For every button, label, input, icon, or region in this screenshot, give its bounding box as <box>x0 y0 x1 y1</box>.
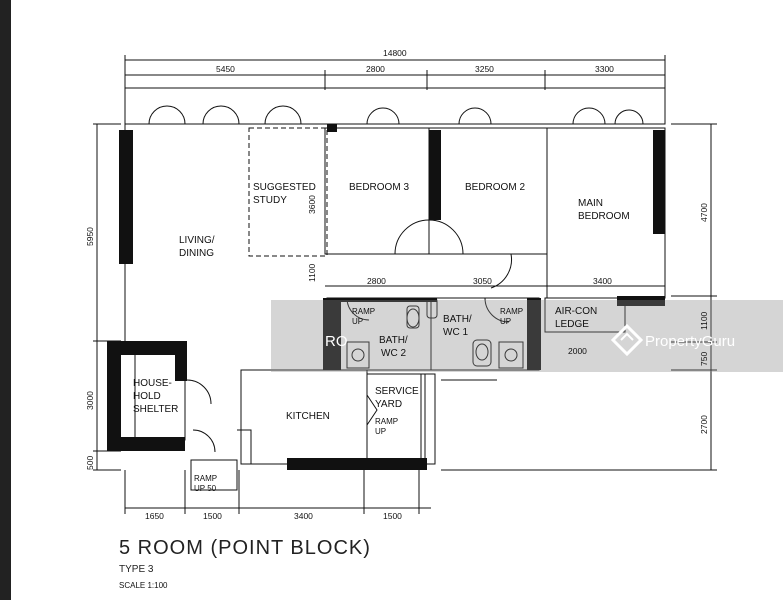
bath2-label-1: BATH/ <box>379 335 408 346</box>
dim-right-1: 4700 <box>699 203 709 222</box>
bath1-label-2: WC 1 <box>443 327 468 338</box>
dim-bottom-2: 1500 <box>203 511 222 521</box>
dim-bottom-4: 1500 <box>383 511 402 521</box>
bath1-label-1: BATH/ <box>443 314 472 325</box>
shelter-label-3: SHELTER <box>133 404 178 415</box>
dim-right-4: 2700 <box>699 415 709 434</box>
service-yard-label-1: SERVICE <box>375 386 419 397</box>
watermark-text: PropertyGuru <box>645 333 735 350</box>
propertyguru-logo-icon <box>610 323 644 357</box>
watermark-band <box>271 300 783 372</box>
main-bedroom-label-2: BEDROOM <box>578 211 630 222</box>
dim-top-2: 2800 <box>366 64 385 74</box>
aircon-label-2: LEDGE <box>555 319 589 330</box>
dim-top-3: 3250 <box>475 64 494 74</box>
aircon-outline <box>544 297 626 333</box>
dim-left-2: 3000 <box>85 391 95 410</box>
dim-left-1: 5950 <box>85 227 95 246</box>
dim-bottom-1: 1650 <box>145 511 164 521</box>
bedroom2-label: BEDROOM 2 <box>465 182 525 193</box>
shelter-label-1: HOUSE- <box>133 378 172 389</box>
dim-mid-3: 3400 <box>593 276 612 286</box>
floor-plan-svg: LIVING/ DINING SUGGESTED STUDY BEDROOM 3… <box>85 48 783 590</box>
ramp-bath2-label-1: RAMP <box>352 307 375 316</box>
yard-railing <box>420 373 436 465</box>
balcony-outline <box>124 87 666 125</box>
dim-top-4: 3300 <box>595 64 614 74</box>
floor-plan-frame: LIVING/ DINING SUGGESTED STUDY BEDROOM 3… <box>11 0 783 600</box>
dim-mid-1: 2800 <box>367 276 386 286</box>
bedroom-doors <box>186 219 512 453</box>
plan-scale: SCALE 1:100 <box>119 581 168 590</box>
dim-ticks-top <box>124 55 666 90</box>
dim-right-2: 1100 <box>699 311 709 330</box>
study-label-2: STUDY <box>253 195 287 206</box>
ramp-bath1-label-2: UP <box>500 317 511 326</box>
dim-overall: 14800 <box>383 48 407 58</box>
dim-top-1: 5450 <box>216 64 235 74</box>
dim-ticks-bottom <box>124 470 420 514</box>
ramp-bath2-label-2: UP <box>352 317 363 326</box>
dim-study-gap: 1100 <box>307 263 317 282</box>
kitchen-label: KITCHEN <box>286 411 330 422</box>
dim-study-height: 3600 <box>307 195 317 214</box>
ramp-entry-label-1: RAMP <box>194 474 217 483</box>
balcony-doors <box>148 105 644 125</box>
plan-type: TYPE 3 <box>119 564 154 575</box>
living-label-1: LIVING/ <box>179 235 215 246</box>
entry-ramp-box <box>190 459 238 491</box>
dim-ticks-right <box>441 123 717 471</box>
dim-right-3: 750 <box>699 352 709 366</box>
plan-title: 5 ROOM (POINT BLOCK) <box>119 537 371 559</box>
service-yard-label-2: YARD <box>375 399 402 410</box>
watermark-left-text: RO <box>325 333 348 350</box>
dim-bottom-3: 3400 <box>294 511 313 521</box>
bath2-label-2: WC 2 <box>381 348 406 359</box>
ramp-yard-label-1: RAMP <box>375 417 398 426</box>
study-outline <box>248 127 328 257</box>
living-label-2: DINING <box>179 248 214 259</box>
shelter-label-2: HOLD <box>133 391 161 402</box>
structural-walls <box>107 124 665 470</box>
room-labels: LIVING/ DINING SUGGESTED STUDY BEDROOM 3… <box>133 182 630 493</box>
dim-aircon-width: 2000 <box>568 346 587 356</box>
main-bedroom-label-1: MAIN <box>578 198 603 209</box>
dimension-labels: 14800 5450 2800 3250 3300 2800 3050 3400… <box>85 48 709 521</box>
study-label-1: SUGGESTED <box>253 182 316 193</box>
dim-mid-2: 3050 <box>473 276 492 286</box>
ramp-entry-label-2: UP 50 <box>194 484 217 493</box>
aircon-label-1: AIR-CON <box>555 306 597 317</box>
ramp-bath1-label-1: RAMP <box>500 307 523 316</box>
dim-left-3: 500 <box>85 456 95 470</box>
ramp-yard-label-2: UP <box>375 427 386 436</box>
bedroom3-label: BEDROOM 3 <box>349 182 409 193</box>
